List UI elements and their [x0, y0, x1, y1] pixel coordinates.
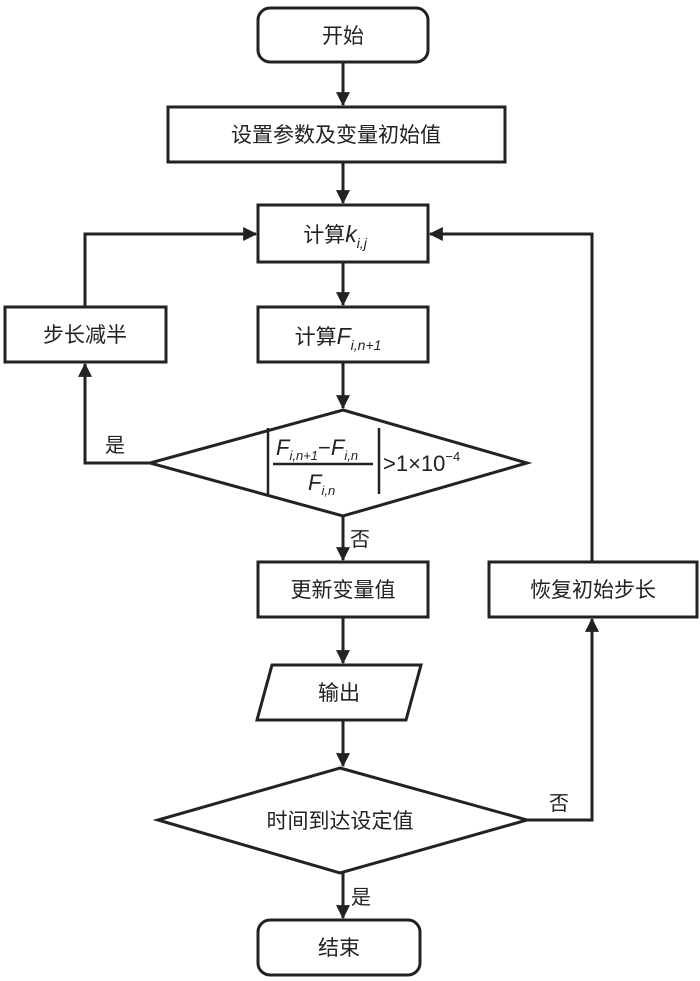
node-update-label: 更新变量值 — [291, 578, 396, 602]
edge-restore-to-calc-k — [428, 227, 594, 562]
node-calc-f-label: 计算Fi,n+1 — [295, 323, 382, 353]
node-start[interactable]: 开始 — [256, 6, 430, 64]
sub-in1: i,n+1 — [351, 337, 382, 353]
node-end-label: 结束 — [318, 936, 360, 960]
edge-label-time-no: 否 — [549, 791, 569, 815]
node-end[interactable]: 结束 — [256, 918, 422, 977]
denominator: Fi,n — [308, 470, 335, 498]
node-halve-step-label: 步长减半 — [43, 323, 127, 347]
node-calc-k-label: 计算ki,j — [303, 221, 368, 251]
edge-label-error-no: 否 — [350, 527, 370, 551]
sub-ij: i,j — [357, 235, 368, 251]
edge-check-time-no-to-restore — [527, 617, 599, 822]
var-F: F — [337, 323, 353, 349]
node-init[interactable]: 设置参数及变量初始值 — [166, 105, 507, 164]
node-init-label: 设置参数及变量初始值 — [231, 123, 441, 147]
node-check-error[interactable]: Fi,n+1−Fi,n Fi,n >1×10−4 — [144, 408, 533, 518]
node-calc-k[interactable]: 计算ki,j — [256, 203, 430, 264]
node-restore-step[interactable]: 恢复初始步长 — [487, 560, 699, 619]
node-restore-step-label: 恢复初始步长 — [530, 578, 656, 602]
node-output-label: 输出 — [318, 681, 360, 705]
edge-halve-to-calc-k — [83, 227, 258, 307]
node-update[interactable]: 更新变量值 — [256, 560, 430, 619]
node-halve-step[interactable]: 步长减半 — [3, 305, 168, 364]
edge-label-time-yes: 是 — [351, 885, 371, 909]
edge-check-error-yes-to-halve — [78, 362, 150, 465]
node-start-label: 开始 — [322, 24, 364, 48]
node-output[interactable]: 输出 — [255, 663, 423, 722]
node-calc-f[interactable]: 计算Fi,n+1 — [256, 305, 430, 364]
node-check-time[interactable]: 时间到达设定值 — [152, 766, 533, 875]
edges — [78, 62, 599, 920]
edge-label-error-yes: 是 — [105, 433, 125, 457]
node-check-time-label: 时间到达设定值 — [267, 809, 414, 833]
var-k: k — [345, 221, 358, 247]
numerator: Fi,n+1−Fi,n — [276, 435, 358, 463]
threshold: >1×10−4 — [383, 449, 460, 476]
